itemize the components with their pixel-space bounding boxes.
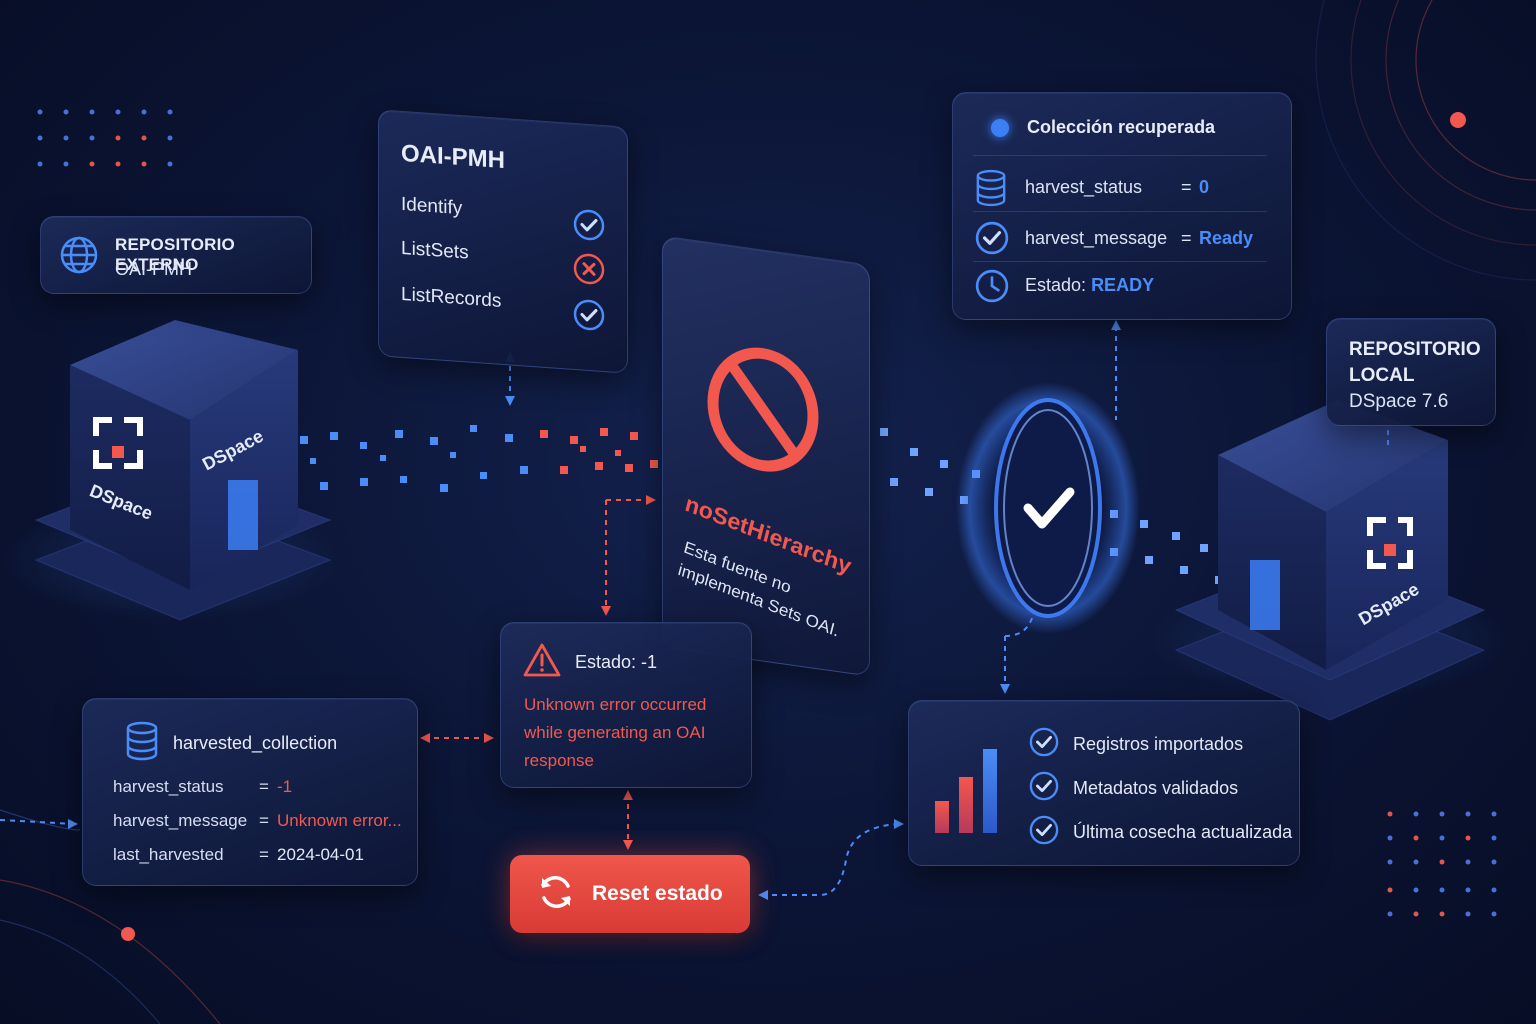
check-circle-icon	[573, 298, 605, 337]
error-card: noSetHierarchy Esta fuente no implementa…	[662, 235, 870, 677]
clock-icon	[975, 269, 1009, 308]
bar-chart-icon	[933, 745, 1003, 840]
local-repo-subtitle: DSpace 7.6	[1349, 391, 1449, 412]
hc-key: harvest_status	[113, 777, 224, 796]
accent-dot-red	[1450, 112, 1466, 128]
accent-dot-red-bottom	[121, 927, 135, 941]
hc-key: last_harvested	[113, 845, 224, 864]
hc-eq: =	[259, 777, 269, 796]
reset-button-label: Reset estado	[592, 882, 723, 905]
recovered-message-value: Ready	[1199, 228, 1254, 248]
error-circle-icon	[573, 252, 605, 291]
state-error-label: Estado: -1	[575, 652, 658, 672]
data-stream-left	[270, 425, 658, 494]
check-circle-icon	[1029, 727, 1059, 762]
local-repo-label: REPOSITORIO LOCAL DSpace 7.6	[1326, 318, 1496, 426]
database-icon	[975, 169, 1007, 212]
recovered-eq: =	[1181, 228, 1192, 248]
external-repo-label: REPOSITORIO EXTERNO OAI-PMH	[40, 216, 312, 294]
result-item: Registros importados	[1029, 727, 1243, 762]
external-server-cube	[0, 320, 340, 621]
prohibited-icon	[703, 336, 823, 488]
check-circle-icon	[1029, 815, 1059, 850]
recovered-eq: =	[1181, 177, 1192, 197]
recovered-key: harvest_message	[1025, 228, 1168, 248]
verb-listrecords: ListRecords	[401, 283, 502, 312]
reset-state-button[interactable]: Reset estado	[510, 855, 750, 933]
results-panel: Registros importados Metadatos validados…	[908, 700, 1300, 866]
recovered-status-value: 0	[1199, 177, 1210, 197]
hc-value-date: 2024-04-01	[277, 845, 364, 864]
hc-title: harvested_collection	[173, 733, 338, 753]
verb-listsets: ListSets	[401, 237, 469, 264]
check-circle-icon	[573, 208, 605, 247]
recovered-estado-value: READY	[1091, 275, 1155, 295]
connector-reset-results	[762, 823, 901, 896]
hc-eq: =	[259, 845, 269, 864]
recovered-estado-label: Estado:	[1025, 275, 1087, 295]
hc-value-status: -1	[277, 777, 293, 796]
result-item: Metadatos validados	[1029, 771, 1238, 806]
dot-grid-bottom-right	[1387, 811, 1497, 917]
hc-value-message: Unknown error...	[277, 811, 402, 830]
globe-icon	[59, 235, 99, 280]
check-circle-icon	[1029, 771, 1059, 806]
result-item-label: Registros importados	[1073, 734, 1244, 754]
dot-grid-top-left	[37, 109, 173, 167]
local-server-cube	[1150, 400, 1510, 721]
arcs-bottom-left	[0, 809, 221, 1024]
warning-icon	[523, 643, 561, 682]
check-circle-icon	[975, 221, 1009, 260]
harvested-collection-panel: harvested_collection harvest_status = -1…	[82, 698, 418, 886]
recovered-title: Colección recuperada	[1027, 117, 1216, 137]
external-repo-title: REPOSITORIO EXTERNO	[115, 235, 235, 274]
status-dot-icon	[991, 118, 1009, 137]
hc-eq: =	[259, 811, 269, 830]
local-repo-title: REPOSITORIO LOCAL	[1349, 339, 1481, 386]
oai-pmh-panel: OAI-PMH Identify ListSets ListRecords	[378, 109, 628, 374]
verb-identify: Identify	[401, 193, 463, 220]
refresh-icon	[536, 872, 576, 917]
external-repo-subtitle: OAI-PMH	[115, 259, 193, 279]
result-item-label: Última cosecha actualizada	[1073, 822, 1293, 842]
result-item: Última cosecha actualizada	[1029, 815, 1292, 850]
hc-key: harvest_message	[113, 811, 248, 830]
recovered-collection-panel: Colección recuperada harvest_status = 0 …	[952, 92, 1292, 320]
validation-ring	[956, 382, 1140, 634]
database-icon	[125, 721, 159, 766]
oai-panel-title: OAI-PMH	[401, 139, 505, 175]
recovered-key: harvest_status	[1025, 177, 1143, 197]
state-error-panel: Estado: -1 Unknown error occurred while …	[500, 622, 752, 788]
result-item-label: Metadatos validados	[1073, 778, 1239, 798]
arcs-top-right	[1315, 0, 1536, 281]
state-error-message: Unknown error occurred while generating …	[524, 695, 707, 770]
